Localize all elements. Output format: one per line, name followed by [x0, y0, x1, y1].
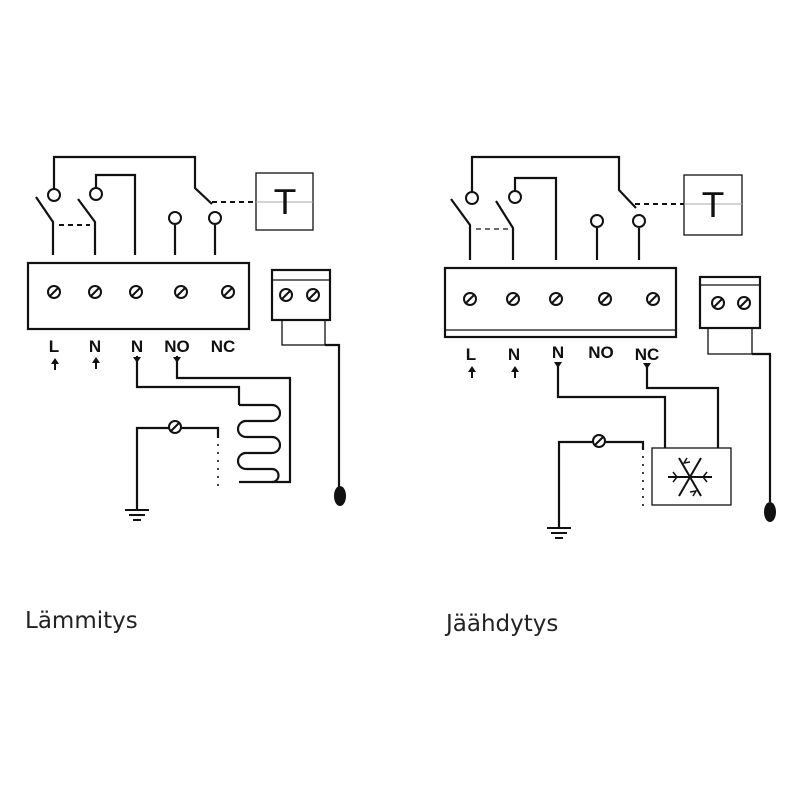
terminal-labels: L N N NO NC [466, 343, 660, 379]
arrow-up-icon [467, 365, 477, 379]
thermostat-label: T [702, 186, 724, 226]
ground-icon [124, 509, 150, 521]
cooling-diagram: T L N N NO NC [443, 155, 776, 539]
sensor-connector [270, 268, 346, 506]
terminal-label: N [131, 337, 143, 356]
terminal-label: N [552, 343, 564, 362]
ground-connection [124, 420, 220, 521]
caption-cooling: Jäähdytys [446, 611, 559, 637]
thermostat-box: T [255, 172, 314, 231]
temperature-sensor-icon [334, 486, 346, 506]
heating-coil-icon [133, 356, 292, 484]
caption-heating: Lämmitys [25, 608, 138, 634]
ground-connection [546, 434, 645, 539]
terminal-block [26, 261, 251, 331]
arrow-up-icon [91, 356, 101, 370]
arrow-up-icon [50, 357, 60, 371]
relay-switches [450, 155, 684, 260]
terminal-label: NC [211, 337, 236, 356]
terminal-label: NO [164, 337, 190, 356]
terminal-label: N [508, 345, 520, 364]
terminal-label: NC [635, 345, 660, 364]
relay-switches [35, 155, 256, 255]
terminal-labels: L N N NO NC [49, 337, 236, 371]
terminal-label: L [49, 337, 59, 356]
cooling-unit [554, 362, 732, 506]
heating-diagram: T L N N NO NC [26, 155, 346, 521]
ground-icon [546, 527, 572, 539]
terminal-label: L [466, 345, 476, 364]
terminal-label: N [89, 337, 101, 356]
thermostat-label: T [274, 183, 296, 223]
terminal-label: NO [588, 343, 614, 362]
temperature-sensor-icon [764, 502, 776, 522]
thermostat-box: T [683, 174, 743, 236]
arrow-up-icon [510, 365, 520, 379]
snowflake-icon [668, 457, 712, 497]
sensor-connector [698, 275, 776, 522]
terminal-block [443, 266, 678, 339]
